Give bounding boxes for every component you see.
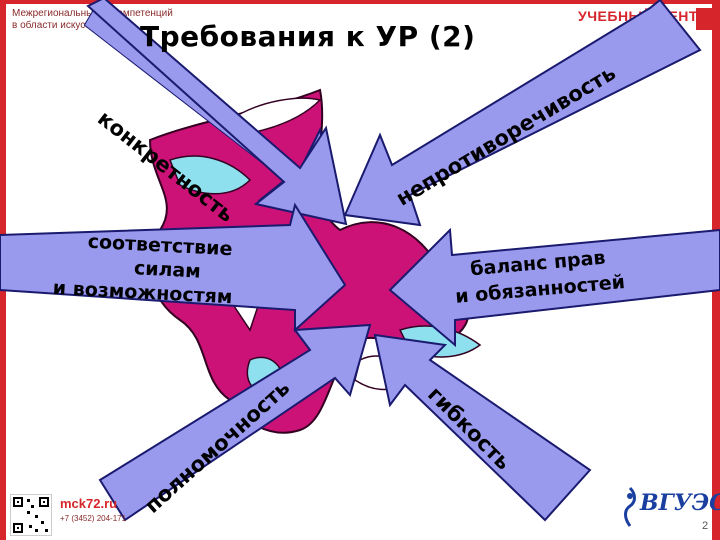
qr-code bbox=[10, 494, 52, 536]
arrow-sootvetstvie bbox=[0, 202, 347, 333]
university-logo: ВГУЭС bbox=[640, 490, 720, 516]
university-emblem-icon bbox=[620, 486, 640, 528]
org-line-2: в области искусств... bbox=[12, 20, 109, 31]
arrow-gibkost bbox=[373, 333, 592, 522]
phone-number: +7 (3452) 204-171 bbox=[60, 514, 127, 523]
page-title: Требования к УР (2) bbox=[140, 20, 476, 53]
brand-badge bbox=[696, 8, 716, 30]
site-url[interactable]: mck72.ru bbox=[60, 496, 118, 511]
frame-top bbox=[0, 0, 720, 4]
arrow-neprotivorechivost bbox=[343, 0, 702, 227]
arrow-polnomochnost bbox=[98, 323, 372, 522]
arrow-balans bbox=[388, 227, 720, 348]
page-number: 2 bbox=[702, 520, 709, 532]
label-sootvetstvie: соответствие силам и возможностям bbox=[52, 228, 235, 309]
